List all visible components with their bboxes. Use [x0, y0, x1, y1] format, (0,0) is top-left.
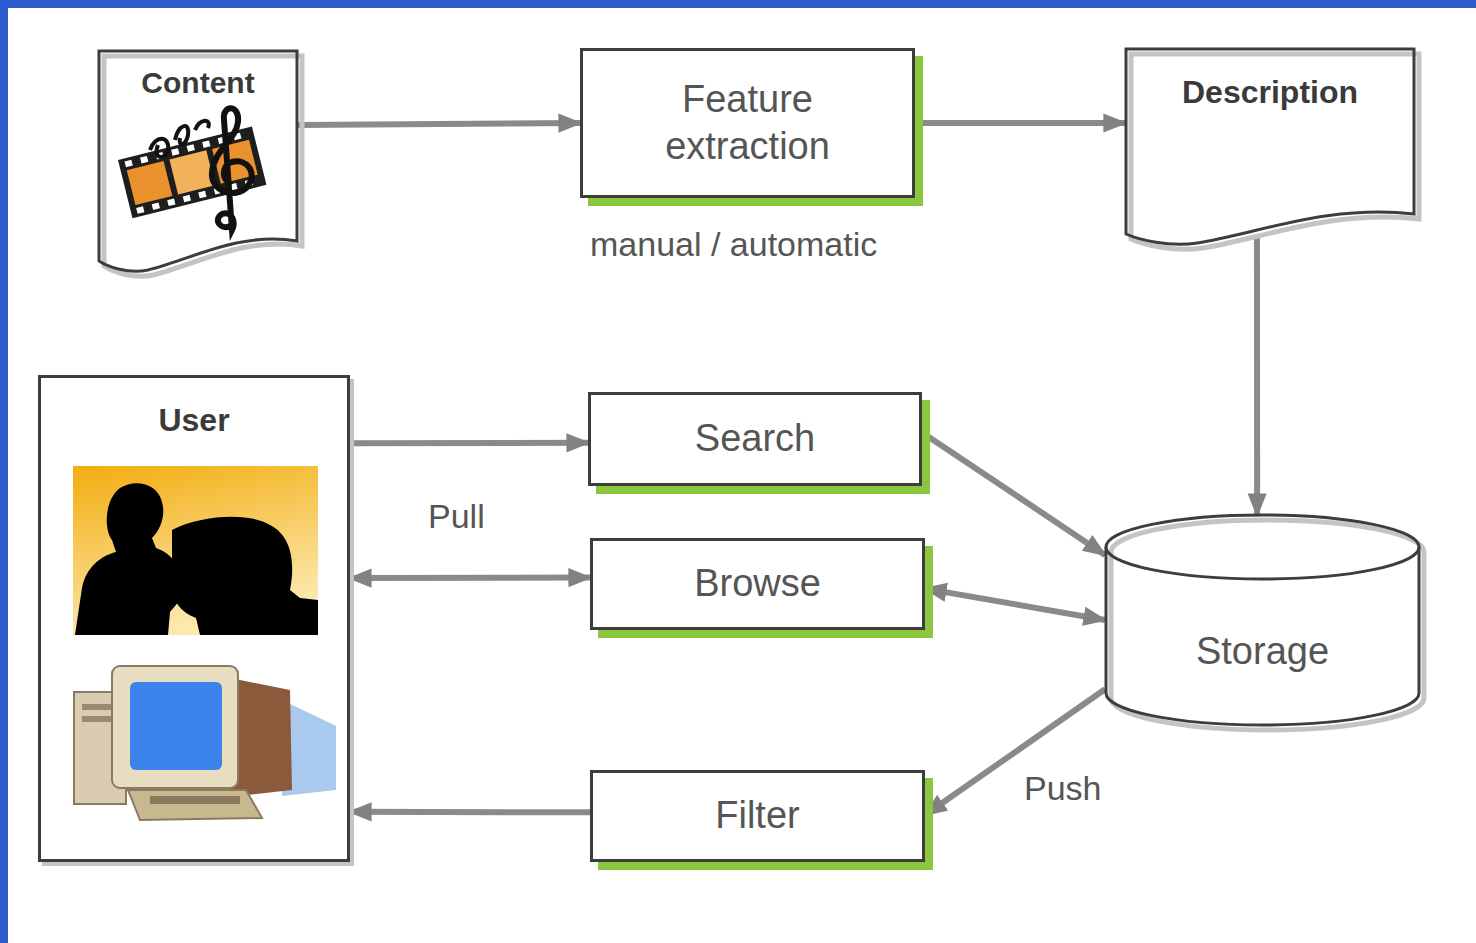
flow-arrow: [915, 120, 1125, 126]
flow-arrow: [925, 589, 1105, 620]
flow-arrow: [350, 440, 588, 446]
flow-arrow: [1254, 238, 1260, 515]
flow-label: Push: [1024, 770, 1102, 807]
node-heading: Description: [1182, 72, 1358, 112]
cylinder-outline: [1105, 515, 1420, 725]
user-silhouette: [73, 466, 318, 635]
user-box: User: [38, 375, 350, 862]
process-box: Filter: [590, 770, 925, 862]
flow-arrow: [350, 575, 590, 582]
node-label: Storage: [1196, 628, 1329, 676]
process-box: Feature extraction: [580, 48, 915, 198]
flow-label: Pull: [428, 498, 485, 535]
flow-arrow: [298, 123, 580, 125]
flow-arrow: [350, 809, 590, 815]
node-heading: Content: [141, 64, 254, 102]
computer-icon: [74, 666, 336, 820]
content-document: Content: [98, 50, 298, 275]
node-label: Search: [695, 415, 815, 463]
cylinder-rim: [1106, 547, 1419, 579]
film-strip: [118, 127, 266, 219]
node-label: Browse: [694, 560, 821, 608]
node-heading: User: [158, 400, 229, 440]
document-border: [99, 51, 297, 271]
node-label: Filter: [715, 792, 799, 840]
shape-shadow: [104, 56, 302, 276]
process-box: Search: [588, 392, 922, 486]
shape-shadow: [1131, 54, 1419, 249]
letters-squiggle: [150, 121, 209, 157]
process-box: Browse: [590, 538, 925, 630]
storage-cylinder: Storage: [1105, 515, 1420, 725]
flow-arrow: [925, 689, 1105, 815]
node-label: Feature extraction: [633, 76, 863, 171]
shape-shadow: [1111, 520, 1424, 730]
flow-arrow: [922, 432, 1105, 554]
annotation-label: manual / automatic: [590, 226, 877, 263]
description-document: Description: [1125, 48, 1415, 248]
cylinder-border: [1106, 515, 1419, 725]
treble-clef: [212, 108, 252, 230]
document-border: [1126, 49, 1414, 244]
